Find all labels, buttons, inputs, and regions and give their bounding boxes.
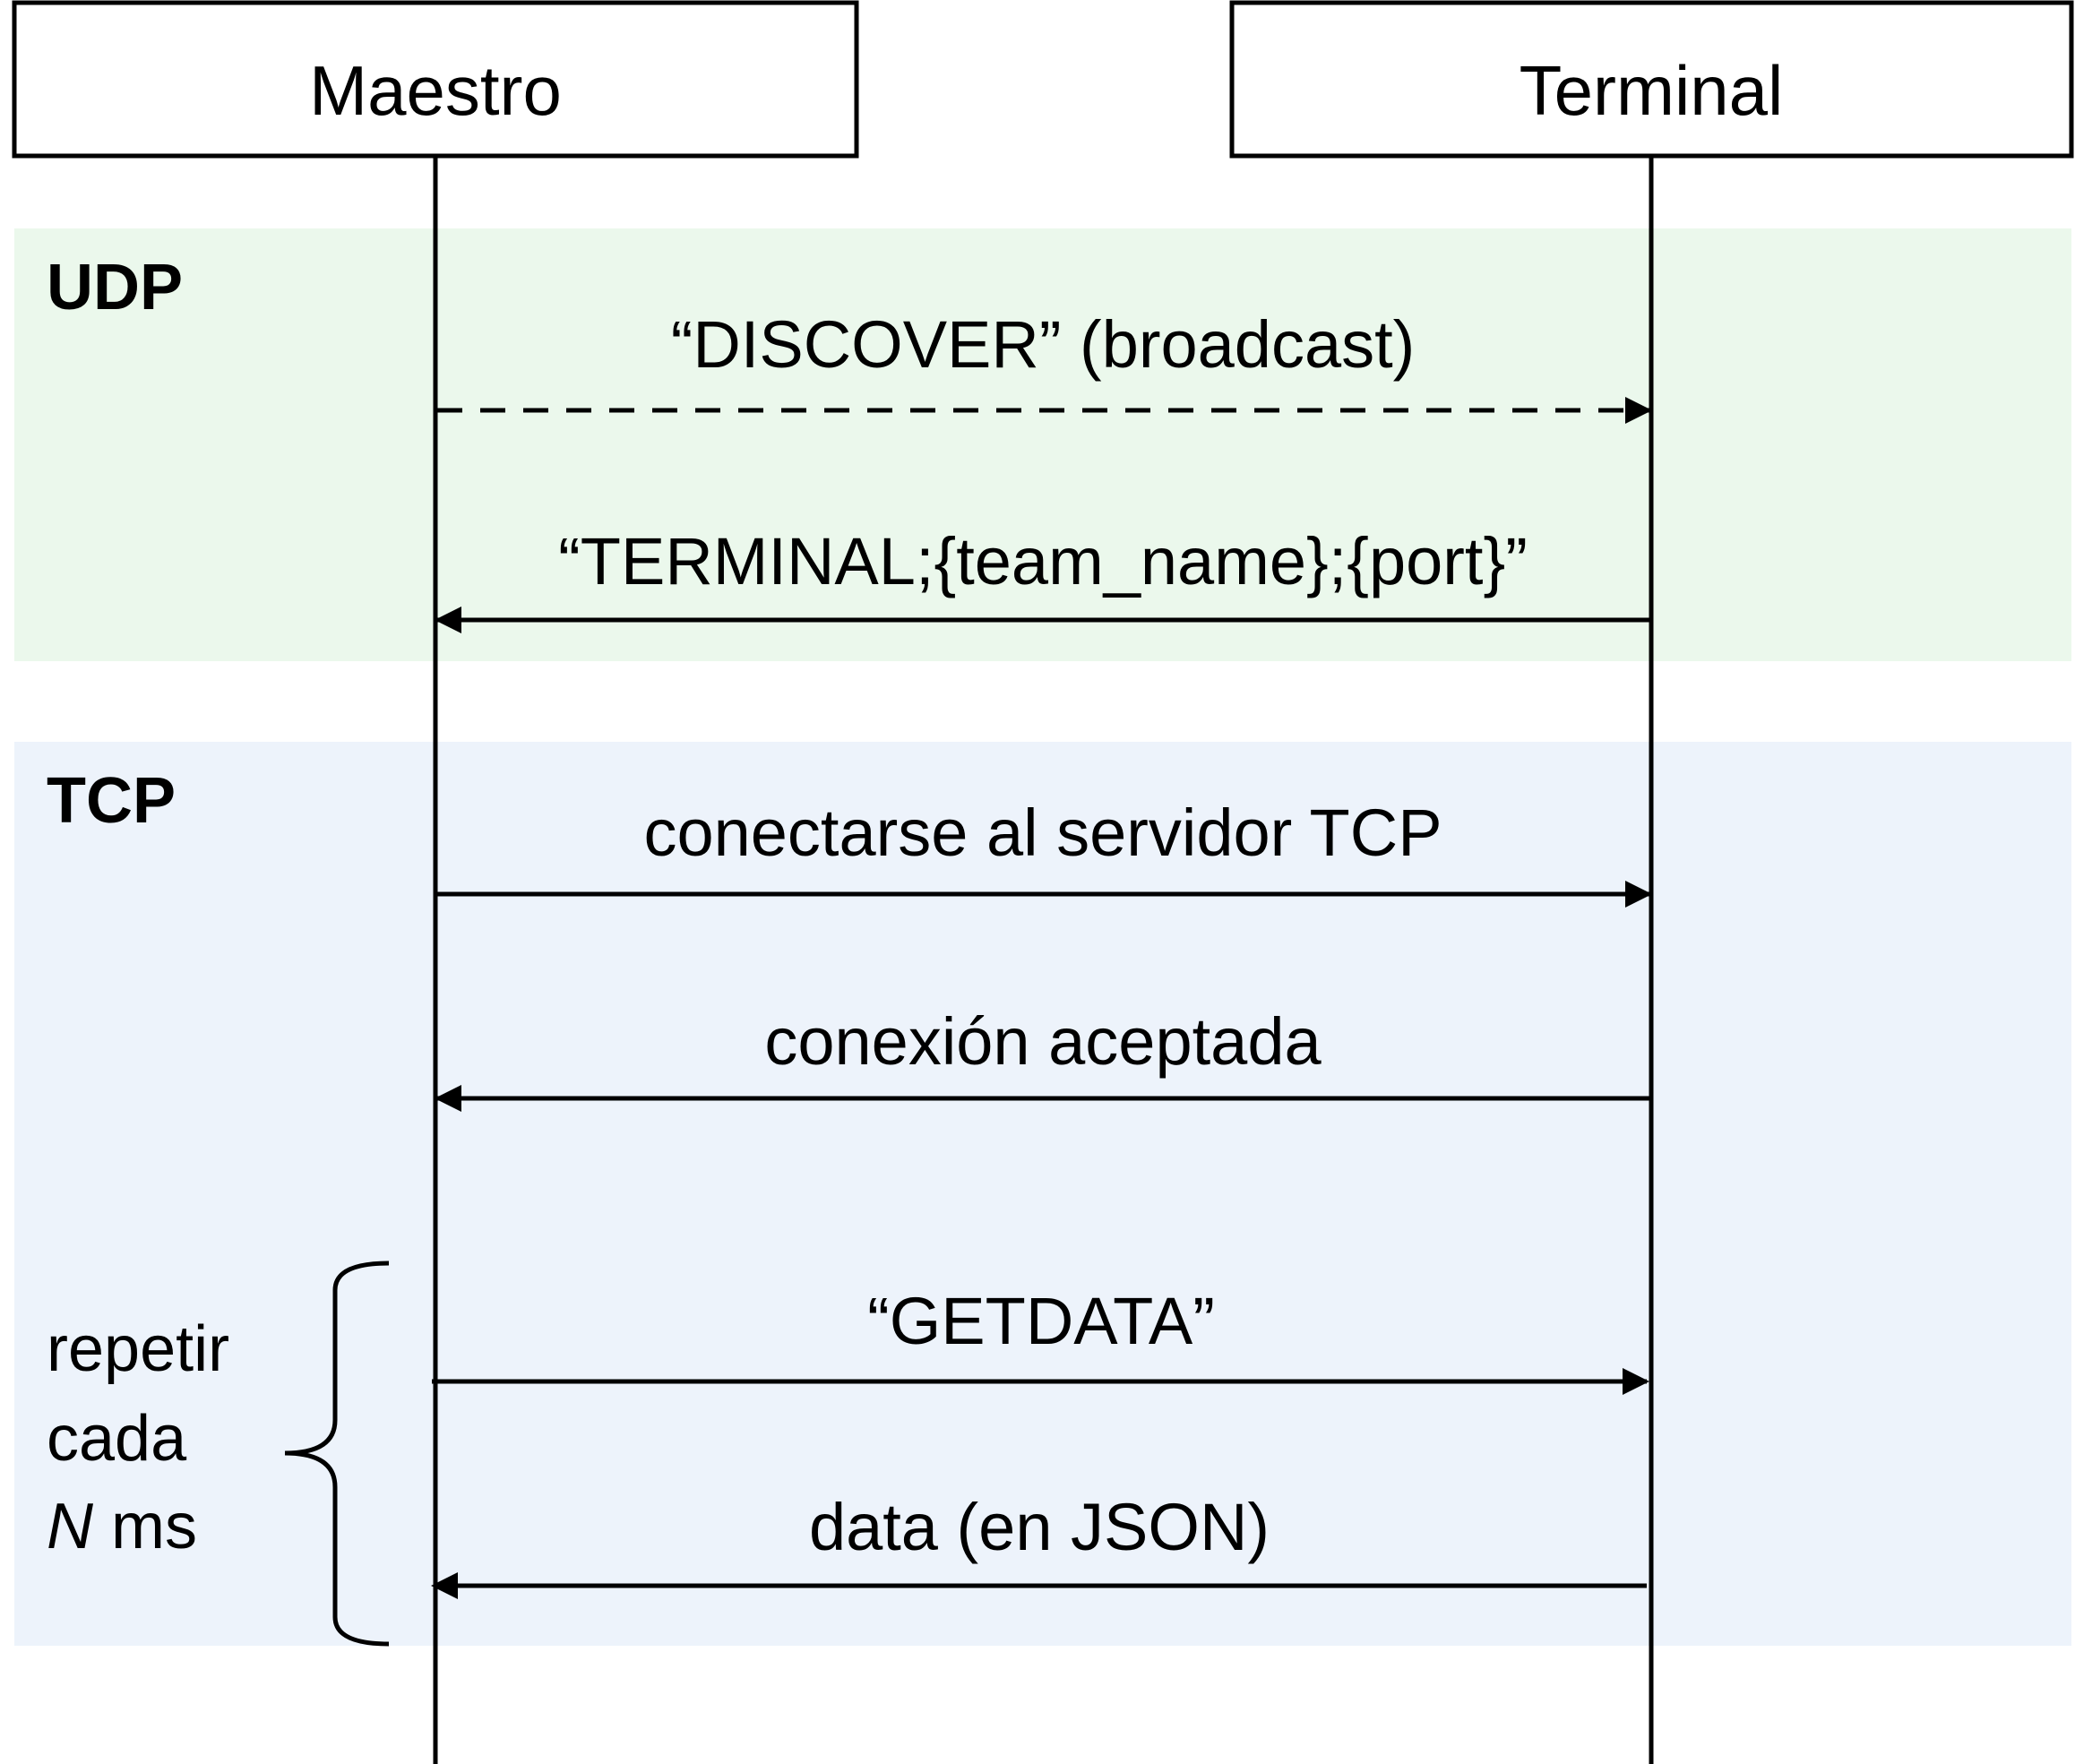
repeat-note-line3: N ms (47, 1491, 197, 1562)
getdata-message-label: “GETDATA” (867, 1284, 1215, 1358)
repeat-ms-unit: ms (93, 1491, 197, 1562)
repeat-n-variable: N (47, 1491, 94, 1562)
discover-message-label: “DISCOVER” (broadcast) (671, 307, 1416, 382)
accepted-message-label: conexión aceptada (764, 1004, 1322, 1079)
udp-band (14, 228, 2071, 661)
connect-message-label: conectarse al servidor TCP (643, 796, 1442, 870)
repeat-brace (284, 1261, 390, 1647)
repeat-note-line2: cada (47, 1403, 187, 1475)
maestro-label: Maestro (309, 51, 562, 130)
terminal-reply-label: “TERMINAL;{team_name};{port}” (558, 524, 1528, 598)
data-message-label: data (en JSON) (809, 1490, 1270, 1564)
terminal-participant: Terminal (1229, 0, 2074, 159)
section-label-udp: UDP (47, 252, 183, 323)
maestro-participant: Maestro (12, 0, 859, 159)
repeat-note-line1: repetir (47, 1313, 229, 1385)
section-label-tcp: TCP (47, 765, 176, 837)
terminal-label: Terminal (1520, 51, 1784, 130)
